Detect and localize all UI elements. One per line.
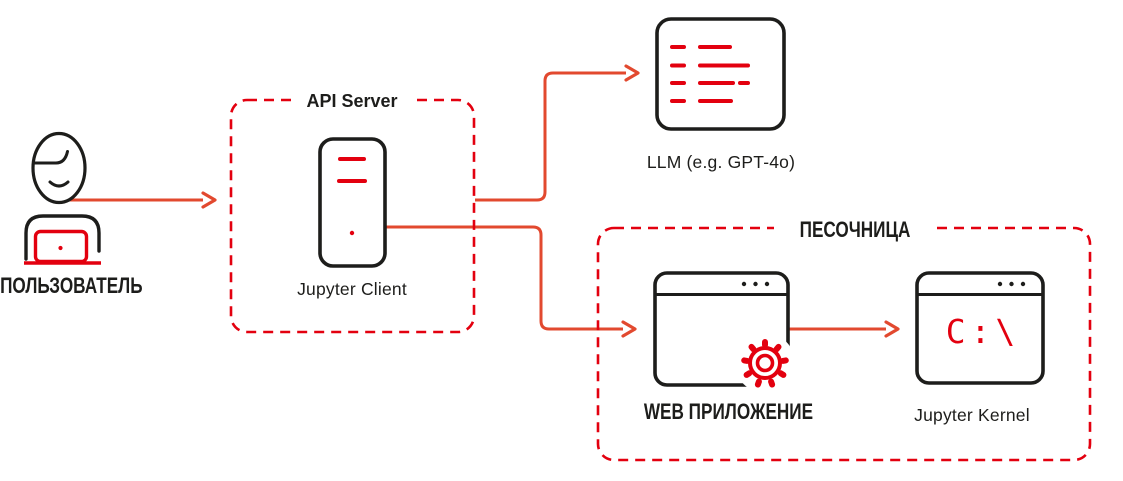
api-server-box-title: API Server xyxy=(252,91,452,112)
jupyter-kernel-label: Jupyter Kernel xyxy=(914,405,1030,425)
sandbox-box-title: ПЕСОЧНИЦА xyxy=(755,217,955,243)
gear-icon xyxy=(735,333,795,393)
user-label-text: ПОЛЬЗОВАТЕЛЬ xyxy=(0,273,143,298)
connector-jupyter-client-to-webapp xyxy=(386,225,637,338)
jupyter-client-label: Jupyter Client xyxy=(297,279,407,299)
webapp-label: WEB ПРИЛОЖЕНИЕ xyxy=(620,399,820,425)
llm-document-icon xyxy=(655,17,786,131)
api-server-title-text: API Server xyxy=(294,91,410,112)
sandbox-title-text: ПЕСОЧНИЦА xyxy=(799,217,911,242)
server-icon xyxy=(318,137,387,268)
terminal-window-icon xyxy=(915,271,1045,385)
user-label: ПОЛЬЗОВАТЕЛЬ xyxy=(0,273,160,299)
webapp-browser-icon xyxy=(653,271,795,393)
terminal-prompt-text: C:\ xyxy=(945,312,1021,351)
llm-label: LLM (e.g. GPT-4o) xyxy=(646,152,796,172)
webapp-label-text: WEB ПРИЛОЖЕНИЕ xyxy=(643,399,814,424)
user-icon xyxy=(24,131,101,265)
connector-api-server-to-llm xyxy=(475,64,640,202)
